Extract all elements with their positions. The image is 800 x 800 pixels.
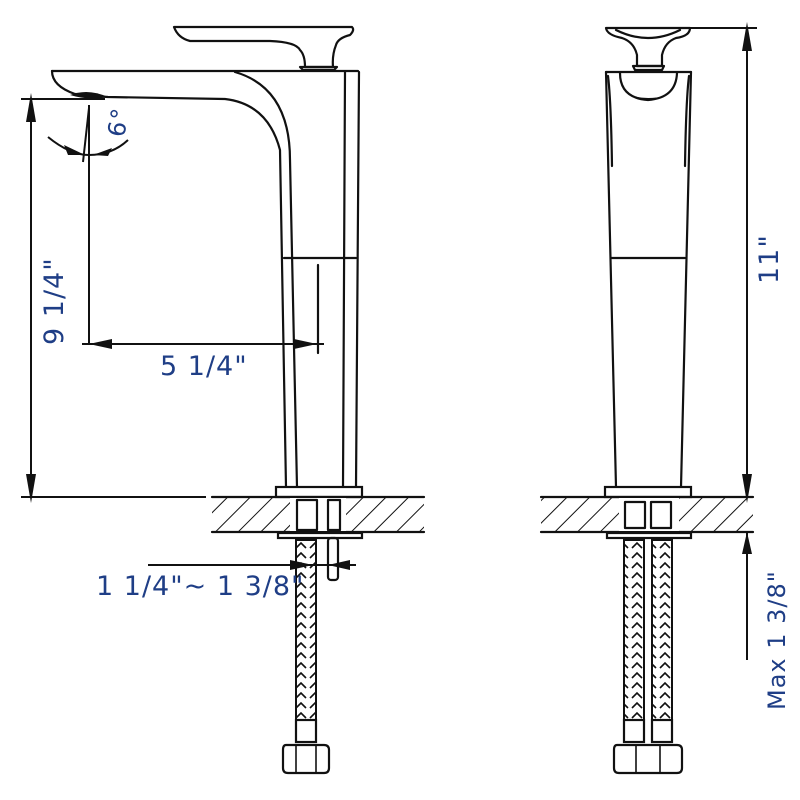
dimension-max-deck-thickness: Max 1 3/8": [742, 532, 791, 710]
dimension-spout-height: 9 1/4": [21, 93, 206, 503]
side-view: 9 1/4" 6° 5 1/4" 1 1/4"~ 1 3/8": [21, 25, 426, 775]
washer: [276, 531, 364, 540]
dimension-total-height: 11": [690, 22, 785, 503]
supply-hoses: [612, 539, 684, 775]
supply-hose: [281, 539, 331, 775]
total-height-label: 11": [754, 234, 785, 284]
base-plate: [274, 485, 364, 499]
max-deck-thickness-label: Max 1 3/8": [763, 570, 791, 710]
countertop-section: [539, 495, 755, 534]
base-plate: [603, 485, 693, 499]
mounting-stud: [326, 536, 340, 582]
aerator: [70, 91, 108, 99]
handle-knob: [604, 26, 692, 68]
dimension-spout-angle: 6°: [47, 105, 135, 345]
handle-lever: [172, 25, 355, 69]
washer: [605, 531, 693, 540]
front-view: 11" Max 1 3/8": [539, 22, 791, 775]
spout-angle-label: 6°: [102, 105, 135, 139]
spout-reach-label: 5 1/4": [160, 351, 248, 382]
deck-thickness-label: 1 1/4"~ 1 3/8": [96, 571, 304, 602]
aerator: [618, 71, 679, 102]
dimension-spout-reach: 5 1/4": [82, 339, 324, 382]
spout-height-label: 9 1/4": [39, 257, 70, 345]
dimension-deck-thickness: 1 1/4"~ 1 3/8": [96, 560, 356, 602]
countertop-section: [210, 495, 426, 534]
